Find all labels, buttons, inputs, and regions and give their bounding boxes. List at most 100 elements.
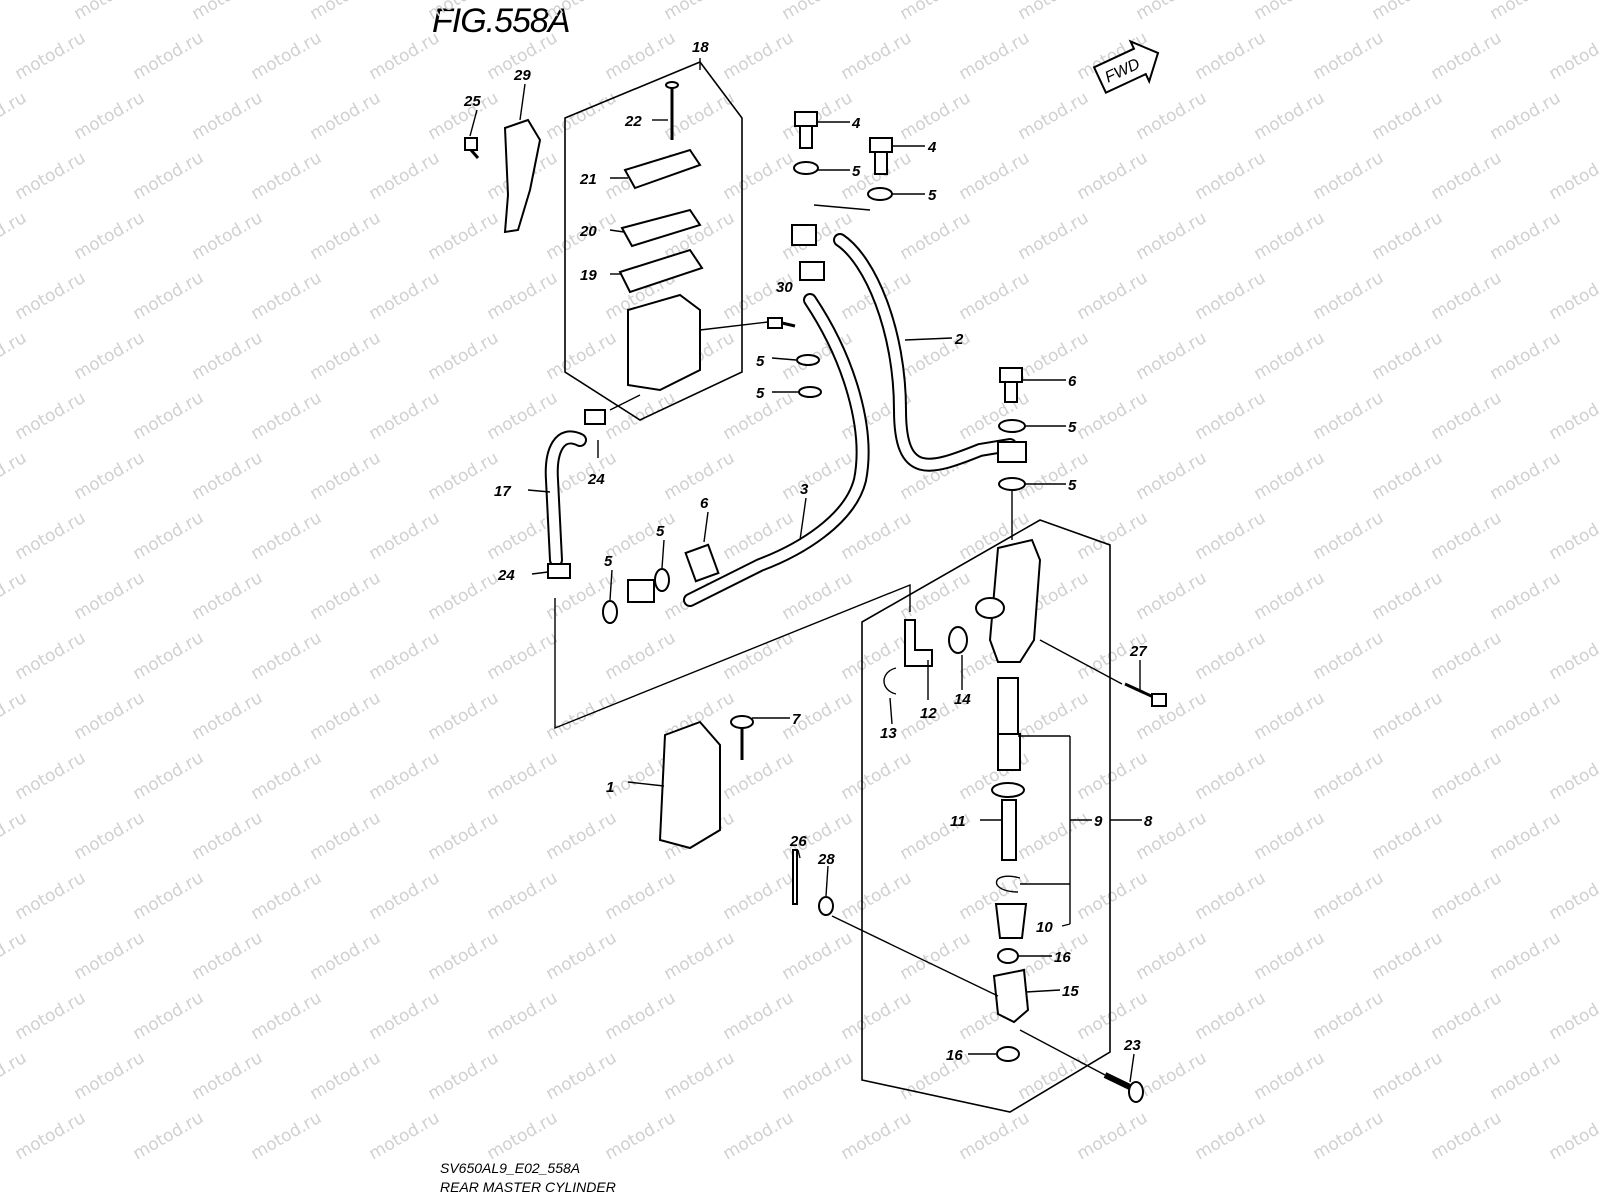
watermark-text: motod.ru bbox=[189, 88, 267, 144]
watermark-text: motod.ru bbox=[1369, 0, 1447, 24]
reservoir-cover-1 bbox=[658, 720, 721, 850]
watermark-text: motod.ru bbox=[0, 808, 30, 864]
callout-28: 28 bbox=[817, 851, 835, 868]
watermark-text: motod.ru bbox=[307, 688, 385, 744]
watermark-text: motod.ru bbox=[1015, 88, 1093, 144]
watermark-text: motod.ru bbox=[425, 568, 503, 624]
watermark-text: motod.ru bbox=[1546, 1108, 1600, 1164]
cover-group-outline bbox=[554, 583, 911, 730]
watermark-text: motod.ru bbox=[366, 1108, 444, 1164]
watermark-text: motod.ru bbox=[248, 868, 326, 924]
watermark-text: motod.ru bbox=[779, 928, 857, 984]
watermark-text: motod.ru bbox=[189, 0, 267, 24]
watermark-text: motod.ru bbox=[248, 988, 326, 1044]
watermark-text: motod.ru bbox=[602, 388, 680, 444]
watermark-text: motod.ru bbox=[956, 388, 1034, 444]
callout-6b: 6 bbox=[700, 495, 709, 512]
leader-lines bbox=[469, 58, 1142, 1083]
watermark-text: motod.ru bbox=[189, 328, 267, 384]
watermark-text: motod.ru bbox=[1133, 88, 1211, 144]
washer-5a bbox=[793, 161, 819, 175]
screw-30 bbox=[767, 317, 796, 329]
watermark-text: motod.ru bbox=[956, 148, 1034, 204]
clevis-pin-23 bbox=[1103, 1072, 1144, 1103]
watermark-text: motod.ru bbox=[1074, 748, 1152, 804]
watermark-text: motod.ru bbox=[1546, 988, 1600, 1044]
watermark-text: motod.ru bbox=[661, 928, 739, 984]
brake-hose-2 bbox=[833, 233, 1017, 472]
watermark-text: motod.ru bbox=[1192, 1108, 1270, 1164]
washer-5c bbox=[796, 354, 820, 366]
watermark-text: motod.ru bbox=[12, 508, 90, 564]
watermark-text: motod.ru bbox=[12, 1108, 90, 1164]
watermark-text: motod.ru bbox=[484, 748, 562, 804]
watermark-text: motod.ru bbox=[602, 1108, 680, 1164]
watermark-text: motod.ru bbox=[1546, 268, 1600, 324]
washer-5e bbox=[998, 419, 1026, 433]
watermark-text: motod.ru bbox=[366, 388, 444, 444]
banjo-fitting-a bbox=[791, 224, 817, 246]
watermark-text: motod.ru bbox=[1310, 148, 1388, 204]
watermark-text: motod.ru bbox=[1133, 928, 1211, 984]
watermark-text: motod.ru bbox=[1015, 328, 1093, 384]
callout-22: 22 bbox=[624, 113, 642, 130]
watermark-text: motod.ru bbox=[720, 1108, 798, 1164]
watermark-text: motod.ru bbox=[1310, 28, 1388, 84]
watermark-text: motod.ru bbox=[1192, 268, 1270, 324]
o-ring-14 bbox=[948, 626, 968, 654]
master-cylinder-body bbox=[988, 538, 1042, 663]
watermark-text: motod.ru bbox=[779, 688, 857, 744]
callout-16a: 16 bbox=[1054, 949, 1071, 966]
watermark-text: motod.ru bbox=[1546, 628, 1600, 684]
watermark-text: motod.ru bbox=[130, 868, 208, 924]
callout-2: 2 bbox=[954, 331, 964, 348]
watermark-text: motod.ru bbox=[484, 268, 562, 324]
watermark-text: motod.ru bbox=[248, 268, 326, 324]
washer-5d bbox=[798, 386, 822, 398]
watermark-text: motod.ru bbox=[130, 388, 208, 444]
watermark-text: motod.ru bbox=[12, 268, 90, 324]
watermark-text: motod.ru bbox=[661, 1048, 739, 1104]
callout-labels: 18 29 25 22 21 20 19 4 4 5 5 30 2 5 5 6 … bbox=[463, 39, 1153, 1064]
watermark-text: motod.ru bbox=[366, 868, 444, 924]
watermark-text: motod.ru bbox=[1251, 1048, 1329, 1104]
watermark-text: motod.ru bbox=[1428, 628, 1506, 684]
watermark-text: motod.ru bbox=[897, 208, 975, 264]
watermark-text: motod.ru bbox=[720, 988, 798, 1044]
watermark-text: motod.ru bbox=[1428, 388, 1506, 444]
watermark-text: motod.ru bbox=[602, 628, 680, 684]
watermark-text: motod.ru bbox=[720, 148, 798, 204]
watermark-text: motod.ru bbox=[189, 448, 267, 504]
figure-caption: REAR MASTER CYLINDER bbox=[440, 1179, 616, 1195]
reservoir-diaphragm-19 bbox=[618, 248, 704, 294]
watermark-text: motod.ru bbox=[425, 448, 503, 504]
callout-5g: 5 bbox=[656, 523, 665, 540]
watermark-text: motod.ru bbox=[366, 628, 444, 684]
watermark-text: motod.ru bbox=[0, 88, 30, 144]
callout-13: 13 bbox=[880, 725, 897, 742]
callout-4b: 4 bbox=[927, 139, 937, 156]
watermark-text: motod.ru bbox=[71, 328, 149, 384]
callout-17: 17 bbox=[494, 483, 511, 500]
watermark-text: motod.ru bbox=[248, 628, 326, 684]
watermark-text: motod.ru bbox=[1310, 868, 1388, 924]
washer-5g bbox=[654, 568, 670, 592]
watermark-text: motod.ru bbox=[484, 1108, 562, 1164]
callout-20: 20 bbox=[579, 223, 597, 240]
watermark-text: motod.ru bbox=[1310, 268, 1388, 324]
watermark-text: motod.ru bbox=[1015, 208, 1093, 264]
watermark-text: motod.ru bbox=[1546, 748, 1600, 804]
piston-washer bbox=[991, 782, 1025, 798]
banjo-fitting-d bbox=[627, 579, 655, 603]
callout-8: 8 bbox=[1144, 813, 1153, 830]
washer-5h bbox=[602, 600, 618, 624]
watermark-text: motod.ru bbox=[307, 568, 385, 624]
watermark-text: motod.ru bbox=[1369, 928, 1447, 984]
circlip-9 bbox=[995, 875, 1021, 893]
watermark-text: motod.ru bbox=[12, 748, 90, 804]
watermark-text: motod.ru bbox=[838, 748, 916, 804]
watermark-text: motod.ru bbox=[779, 1048, 857, 1104]
watermark-text: motod.ru bbox=[602, 988, 680, 1044]
watermark-text: motod.ru bbox=[720, 748, 798, 804]
watermark-text: motod.ru bbox=[838, 1108, 916, 1164]
